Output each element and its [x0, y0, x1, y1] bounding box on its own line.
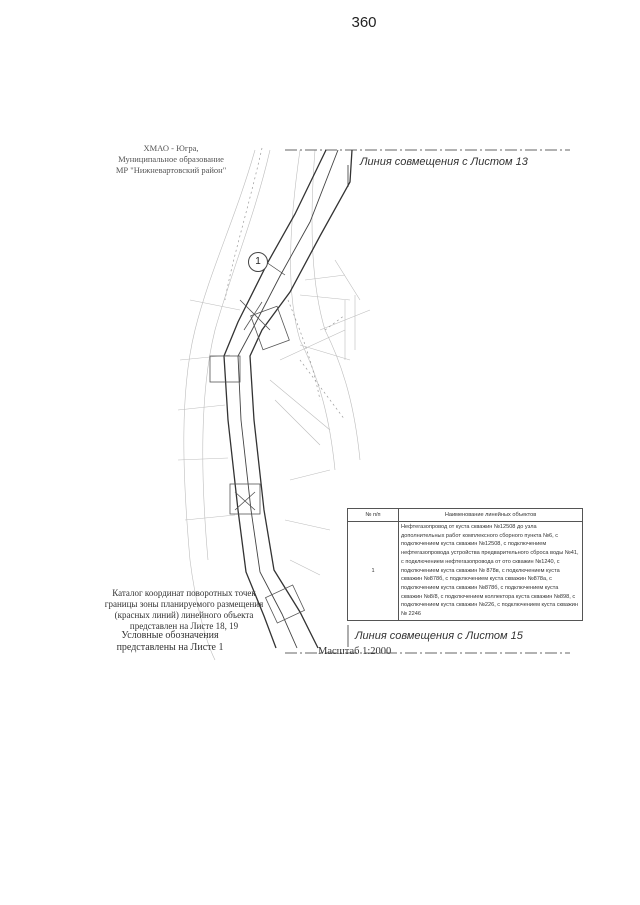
legend-note: Условные обозначения представлены на Лис… — [100, 630, 240, 654]
object-description: Нефтегазопровод от куста скважин №12508 … — [398, 521, 583, 621]
dash-ticks — [224, 147, 346, 421]
catalog-note: Каталог координат поворотных точек грани… — [96, 588, 272, 632]
legend-note-line: представлены на Листе 1 — [116, 642, 224, 653]
linear-objects-table: № п/п Наименование линейных объектов 1 Н… — [347, 508, 583, 621]
catalog-note-line: представлен на Листе 18, 19 — [129, 621, 239, 631]
object-marker: 1 — [248, 252, 268, 272]
catalog-note-line: (красных линий) линейного объекта — [114, 610, 254, 620]
match-lines — [285, 149, 570, 654]
table-header-row: № п/п Наименование линейных объектов — [347, 508, 583, 522]
catalog-note-line: границы зоны планируемого размещения — [104, 599, 264, 609]
match-line-top-label: Линия совмещения с Листом 13 — [360, 156, 528, 168]
admin-label-line: ХМАО - Югра, — [143, 143, 199, 153]
admin-label-line: МР "Нижневартовский район" — [115, 165, 227, 175]
background-drawing — [177, 149, 371, 661]
scale-label: Масштаб 1:2000 — [318, 646, 392, 657]
pipeline-line — [237, 149, 339, 649]
match-line-bottom-label: Линия совмещения с Листом 15 — [355, 630, 523, 642]
column-header-number: № п/п — [347, 508, 399, 522]
table-row: 1 Нефтегазопровод от куста скважин №1250… — [347, 521, 583, 621]
admin-label-line: Муниципальное образование — [118, 154, 224, 164]
catalog-note-line: Каталог координат поворотных точек — [112, 588, 256, 598]
site-outlines — [209, 299, 306, 624]
legend-note-line: Условные обозначения — [121, 630, 219, 641]
page-number: 360 — [351, 14, 377, 31]
zone-boundary — [223, 149, 353, 649]
object-number: 1 — [347, 521, 399, 621]
admin-label: ХМАО - Югра, Муниципальное образование М… — [96, 143, 246, 176]
column-header-name: Наименование линейных объектов — [398, 508, 583, 522]
